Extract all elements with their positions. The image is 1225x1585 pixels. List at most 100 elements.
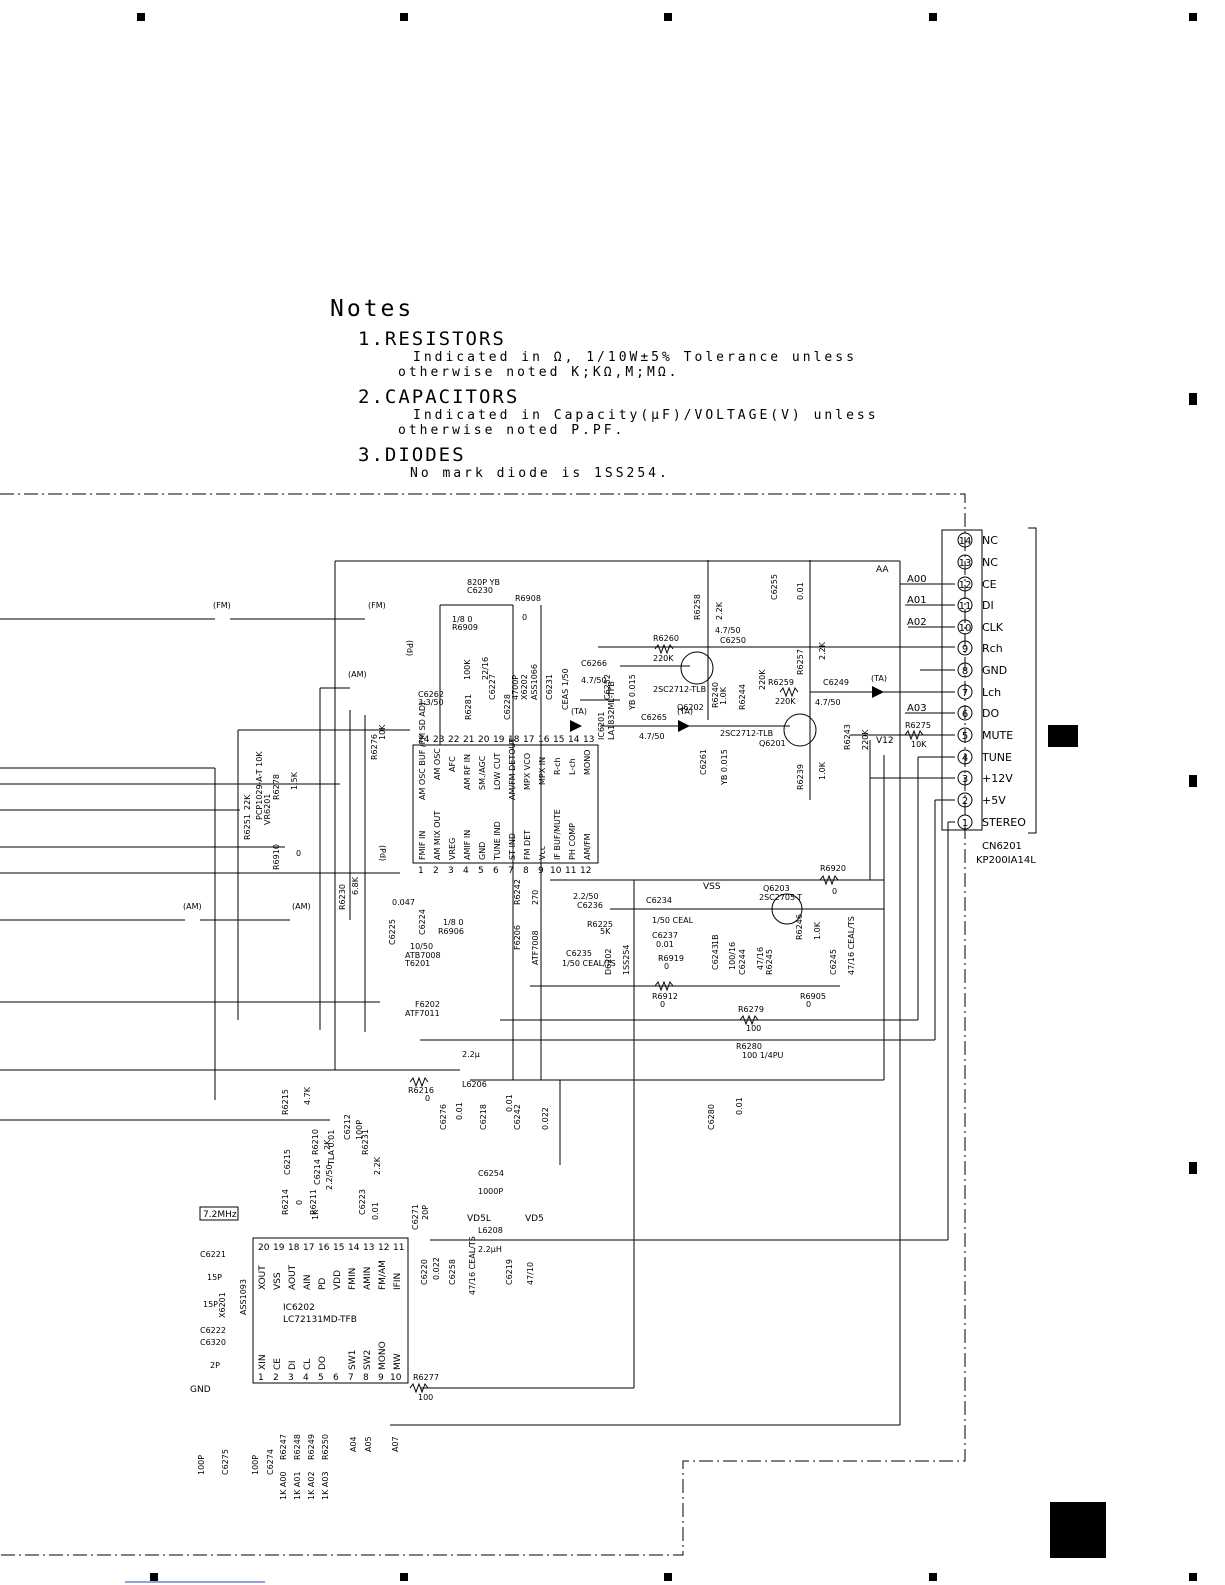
- svg-text:R6278: R6278: [272, 774, 281, 800]
- svg-text:1.0K: 1.0K: [813, 921, 822, 940]
- svg-text:AMIF IN: AMIF IN: [463, 830, 472, 860]
- svg-text:2.2K: 2.2K: [373, 1156, 382, 1175]
- svg-text:R6905: R6905: [800, 992, 826, 1001]
- svg-text:220K: 220K: [653, 654, 674, 663]
- svg-text:R6919: R6919: [658, 954, 684, 963]
- connector-pin-numbers: 14 13 12 11 10 9 8 7 6 5 4 3 2 1: [957, 532, 973, 830]
- svg-text:SW2: SW2: [363, 1350, 373, 1370]
- svg-text:10: 10: [959, 623, 972, 634]
- svg-text:ATF7008: ATF7008: [531, 930, 540, 965]
- bus-label-a02: A02: [907, 617, 927, 628]
- svg-text:2: 2: [433, 866, 439, 876]
- svg-text:Q6203: Q6203: [763, 884, 790, 893]
- note-diodes-line1: No mark diode is 1SS254.: [410, 466, 670, 481]
- svg-text:9: 9: [962, 644, 968, 655]
- connector-part: KP200IA14L: [976, 855, 1036, 866]
- svg-text:VREG: VREG: [448, 838, 457, 860]
- registration-marks: [137, 13, 1197, 1581]
- svg-text:0.022: 0.022: [432, 1257, 441, 1280]
- svg-text:F6206: F6206: [513, 925, 522, 950]
- svg-text:0.01: 0.01: [796, 582, 805, 600]
- svg-text:R6910: R6910: [272, 844, 281, 870]
- svg-text:A07: A07: [391, 1436, 400, 1452]
- svg-text:2.2μH: 2.2μH: [478, 1245, 502, 1254]
- bus-label-aa: AA: [876, 565, 889, 575]
- svg-text:6: 6: [333, 1373, 339, 1383]
- ic6202-top-pin-labels: XOUT VSS AOUT AIN PD VDD FMIN AMIN FM/AM…: [258, 1260, 403, 1290]
- svg-text:20: 20: [478, 735, 490, 745]
- svg-text:20P: 20P: [421, 1205, 430, 1220]
- svg-text:1K A03: 1K A03: [321, 1471, 330, 1500]
- svg-text:C6215: C6215: [283, 1149, 292, 1175]
- svg-text:R6260: R6260: [653, 634, 679, 643]
- svg-text:ASS1066: ASS1066: [530, 664, 539, 700]
- svg-text:C6237: C6237: [652, 931, 678, 940]
- svg-text:10: 10: [390, 1373, 402, 1383]
- svg-text:0.01: 0.01: [505, 1094, 514, 1112]
- svg-text:23: 23: [433, 735, 444, 745]
- svg-text:AM/FM: AM/FM: [583, 833, 592, 860]
- svg-text:C6214: C6214: [313, 1159, 322, 1185]
- svg-text:C6265: C6265: [641, 713, 667, 722]
- svg-text:VR6201: VR6201: [263, 794, 272, 825]
- svg-text:R6281: R6281: [464, 694, 473, 720]
- crystal-frequency-label: 7.2MHz: [203, 1210, 237, 1220]
- svg-text:1: 1: [962, 818, 968, 829]
- svg-text:19: 19: [273, 1243, 285, 1253]
- svg-text:C6235: C6235: [566, 949, 592, 958]
- tag-pd-top: (Pd): [405, 640, 414, 656]
- svg-text:R6245: R6245: [765, 949, 774, 975]
- svg-text:1SS254: 1SS254: [622, 944, 631, 975]
- svg-text:22: 22: [448, 735, 459, 745]
- tag-am-top: (AM): [348, 670, 367, 679]
- svg-text:IF BUF/MUTE: IF BUF/MUTE: [553, 809, 562, 860]
- note-resistors-heading: 1.RESISTORS: [358, 328, 506, 350]
- svg-text:7: 7: [962, 688, 968, 699]
- svg-text:AM OSC: AM OSC: [433, 748, 442, 780]
- svg-text:18: 18: [508, 735, 520, 745]
- svg-text:C6218: C6218: [479, 1104, 488, 1130]
- svg-text:+12V: +12V: [982, 772, 1013, 785]
- svg-text:3: 3: [962, 774, 968, 785]
- note-capacitors-line1: Indicated in Capacity(μF)/VOLTAGE(V) unl…: [413, 408, 879, 423]
- svg-text:Q6201: Q6201: [759, 739, 786, 748]
- svg-text:C6242: C6242: [513, 1104, 522, 1130]
- svg-text:DI: DI: [288, 1360, 298, 1370]
- svg-text:2.2K: 2.2K: [715, 601, 724, 620]
- svg-text:SM./AGC: SM./AGC: [478, 755, 487, 790]
- svg-text:100P: 100P: [251, 1455, 260, 1475]
- note-resistors-line1: Indicated in Ω, 1/10W±5% Tolerance unles…: [413, 350, 857, 365]
- svg-text:6: 6: [962, 709, 968, 720]
- svg-text:220K: 220K: [861, 729, 870, 750]
- svg-text:C6271: C6271: [411, 1204, 420, 1230]
- q6202-symbol: [680, 651, 714, 685]
- svg-text:11: 11: [393, 1243, 404, 1253]
- svg-text:R6239: R6239: [796, 764, 805, 790]
- svg-text:C6280: C6280: [707, 1104, 716, 1130]
- svg-text:CEAS 1/50: CEAS 1/50: [561, 668, 570, 710]
- connector-pin-labels: NC NC CE DI CLK Rch GND Lch DO MUTE TUNE…: [981, 534, 1026, 829]
- svg-text:R6908: R6908: [515, 594, 541, 603]
- ic6202-bottom-pin-labels: XIN CE DI CL DO SW1 SW2 MONO MW: [258, 1341, 403, 1370]
- svg-text:100/16: 100/16: [728, 942, 737, 970]
- ic6201-top-pins: 24 23 22 21 20 19 18 17 16 15 14 13: [418, 735, 594, 745]
- svg-text:1: 1: [418, 866, 424, 876]
- ic6202-body: [252, 1237, 409, 1384]
- svg-text:R6275: R6275: [905, 721, 931, 730]
- svg-text:0: 0: [806, 1000, 811, 1009]
- svg-text:0: 0: [295, 1200, 304, 1205]
- right-wires: [390, 560, 955, 1426]
- svg-text:C6266: C6266: [581, 659, 607, 668]
- svg-text:15: 15: [553, 735, 564, 745]
- svg-text:22/16: 22/16: [481, 657, 490, 680]
- tag-am-right: (AM): [292, 902, 311, 911]
- svg-text:3: 3: [448, 866, 454, 876]
- svg-text:C6252: C6252: [603, 674, 612, 700]
- svg-text:13: 13: [363, 1243, 374, 1253]
- svg-text:PH COMP: PH COMP: [568, 823, 577, 860]
- svg-text:4: 4: [463, 866, 469, 876]
- svg-text:A04: A04: [349, 1436, 358, 1452]
- svg-text:16: 16: [318, 1243, 330, 1253]
- svg-text:R6909: R6909: [452, 623, 478, 632]
- ic6202-part: LC72131MD-TFB: [283, 1315, 357, 1325]
